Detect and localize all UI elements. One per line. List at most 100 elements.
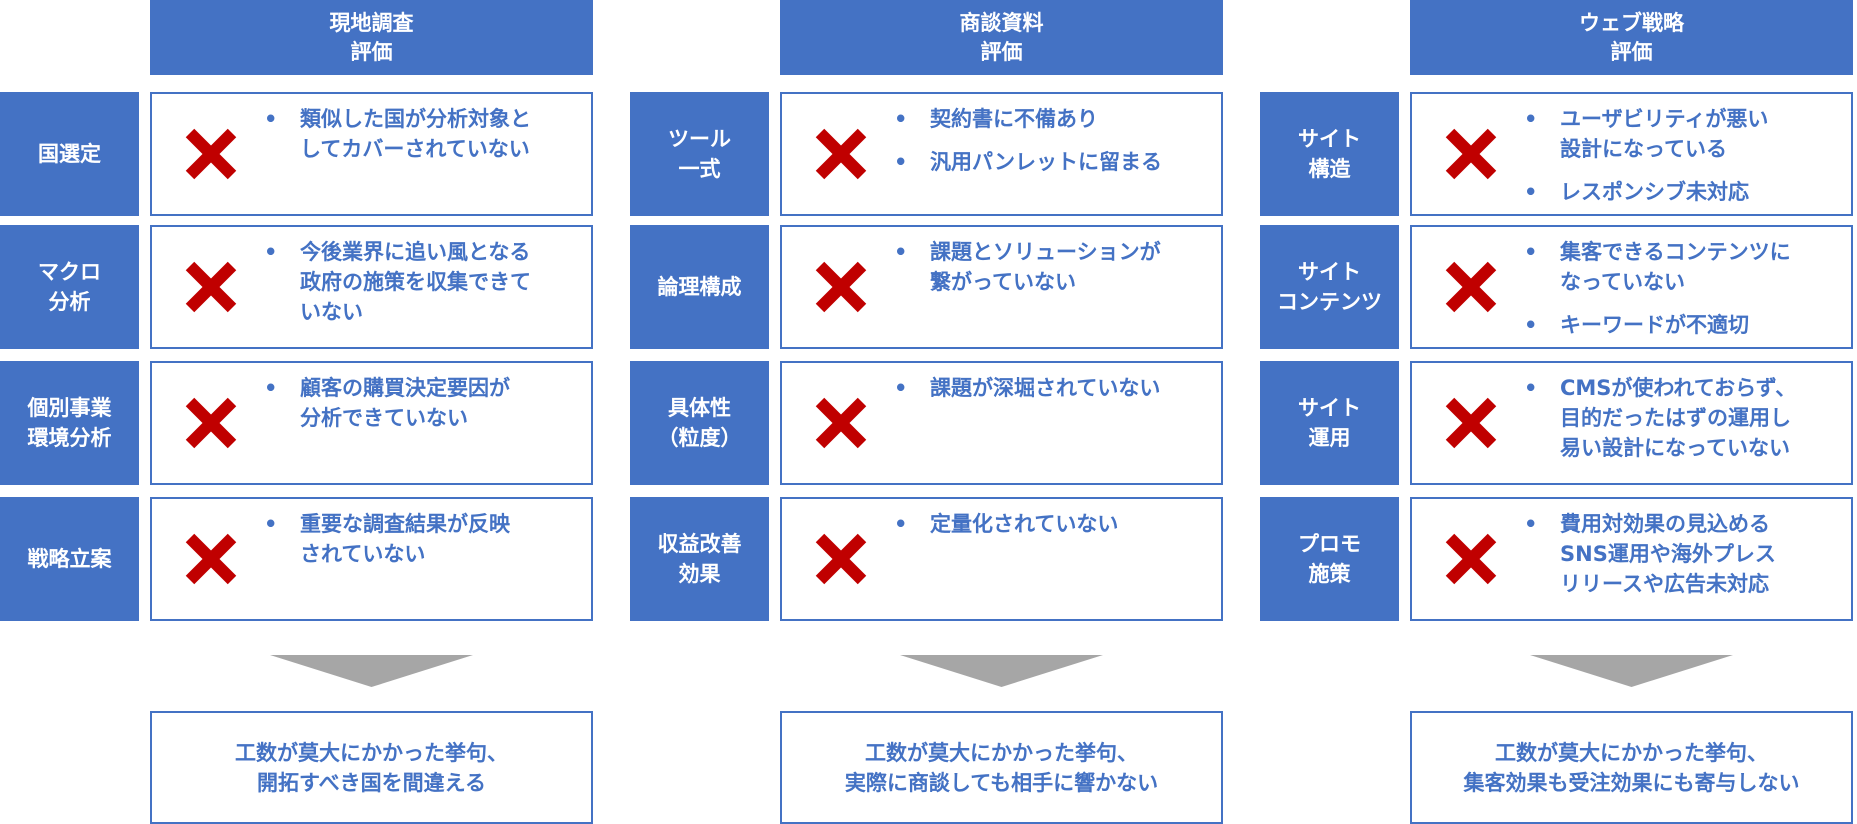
finding-line: いない: [300, 300, 363, 324]
finding-box: 定量化されていない: [780, 497, 1223, 621]
row-label: 収益改善効果: [630, 497, 769, 621]
conclusion-box: 工数が莫大にかかった挙句、開拓すべき国を間違える: [150, 711, 593, 824]
label-line: 環境分析: [27, 426, 112, 450]
label-line: （粒度）: [657, 426, 742, 450]
label-line: コンテンツ: [1277, 290, 1382, 314]
finding-line: 課題とソリューションが: [930, 240, 1161, 264]
label-line: 戦略立案: [27, 547, 112, 571]
row-label: 国選定: [0, 92, 139, 216]
finding-item: レスポンシブ未対応: [1524, 177, 1844, 207]
label-line: サイト: [1298, 396, 1361, 420]
conclusion-line: 工数が莫大にかかった挙句、: [865, 740, 1138, 765]
cross-icon: [814, 127, 868, 181]
finding-item: 定量化されていない: [894, 509, 1214, 539]
evaluation-row: 具体性 （粒度） 課題が深堀されていない: [630, 361, 1223, 485]
cross-icon: [1444, 260, 1498, 314]
conclusion-box: 工数が莫大にかかった挙句、実際に商談しても相手に響かない: [780, 711, 1223, 824]
finding-line: 今後業界に追い風となる: [300, 240, 531, 264]
finding-item: キーワードが不適切: [1524, 310, 1844, 340]
finding-line: 目的だったはずの運用し: [1560, 406, 1791, 430]
finding-line: リリースや広告未対応: [1560, 572, 1769, 596]
finding-box: 契約書に不備あり汎用パンレットに留まる: [780, 92, 1223, 216]
finding-item: 課題が深堀されていない: [894, 373, 1214, 403]
row-label: 具体性 （粒度）: [630, 361, 769, 485]
evaluation-column: ウェブ戦略評価サイト構造ユーザビリティが悪い設計になっているレスポンシブ未対応サ…: [1260, 0, 1857, 824]
header-line: 現地調査: [329, 10, 414, 35]
finding-line: CMSが使われておらず、: [1560, 376, 1797, 400]
evaluation-row: 論理構成課題とソリューションが繋がっていない: [630, 225, 1223, 349]
cross-icon: [184, 127, 238, 181]
label-line: 具体性: [668, 396, 731, 420]
label-line: サイト: [1298, 127, 1361, 151]
cross-icon: [1444, 532, 1498, 586]
row-label: プロモ施策: [1260, 497, 1399, 621]
finding-line: 分析できていない: [300, 406, 468, 430]
cross-icon: [184, 396, 238, 450]
finding-line: してカバーされていない: [300, 137, 530, 161]
cross-icon: [1444, 396, 1498, 450]
finding-list: ユーザビリティが悪い設計になっているレスポンシブ未対応: [1524, 104, 1844, 220]
conclusion-line: 開拓すべき国を間違える: [257, 770, 486, 795]
finding-line: 政府の施策を収集できて: [300, 270, 531, 294]
header-line: 評価: [980, 39, 1023, 64]
row-label: 戦略立案: [0, 497, 139, 621]
finding-list: 定量化されていない: [894, 509, 1214, 552]
label-line: 運用: [1308, 426, 1351, 450]
label-line: マクロ: [38, 260, 101, 284]
label-line: 効果: [678, 562, 721, 586]
cross-icon: [184, 532, 238, 586]
row-label: サイトコンテンツ: [1260, 225, 1399, 349]
conclusion-line: 集客効果も受注効果にも寄与しない: [1463, 770, 1800, 795]
finding-list: 課題が深堀されていない: [894, 373, 1214, 416]
finding-line: なっていない: [1560, 270, 1685, 294]
label-line: 国選定: [38, 142, 101, 166]
finding-line: 契約書に不備あり: [930, 107, 1098, 131]
header-line: 評価: [350, 39, 393, 64]
label-line: 一式: [678, 157, 721, 181]
finding-line: 定量化されていない: [930, 512, 1119, 536]
finding-line: 易い設計になっていない: [1560, 436, 1790, 460]
finding-line: キーワードが不適切: [1560, 313, 1749, 337]
conclusion-line: 実際に商談しても相手に響かない: [844, 770, 1159, 795]
finding-line: 費用対効果の見込める: [1560, 512, 1770, 536]
label-line: 収益改善: [657, 532, 742, 556]
finding-list: 契約書に不備あり汎用パンレットに留まる: [894, 104, 1214, 190]
label-line: 構造: [1308, 157, 1351, 181]
finding-line: SNS運用や海外プレス: [1560, 542, 1776, 566]
label-line: サイト: [1298, 260, 1361, 284]
header-line: 商談資料: [959, 10, 1044, 35]
row-label: マクロ分析: [0, 225, 139, 349]
conclusion-box: 工数が莫大にかかった挙句、集客効果も受注効果にも寄与しない: [1410, 711, 1853, 824]
finding-box: 課題が深堀されていない: [780, 361, 1223, 485]
header-line: 評価: [1610, 39, 1653, 64]
finding-line: 汎用パンレットに留まる: [930, 150, 1163, 174]
evaluation-row: 個別事業環境分析顧客の購買決定要因が分析できていない: [0, 361, 593, 485]
label-line: ツール: [668, 127, 731, 151]
column-header: 商談資料評価: [780, 0, 1223, 75]
finding-line: 繋がっていない: [930, 270, 1076, 294]
cross-icon: [1444, 127, 1498, 181]
